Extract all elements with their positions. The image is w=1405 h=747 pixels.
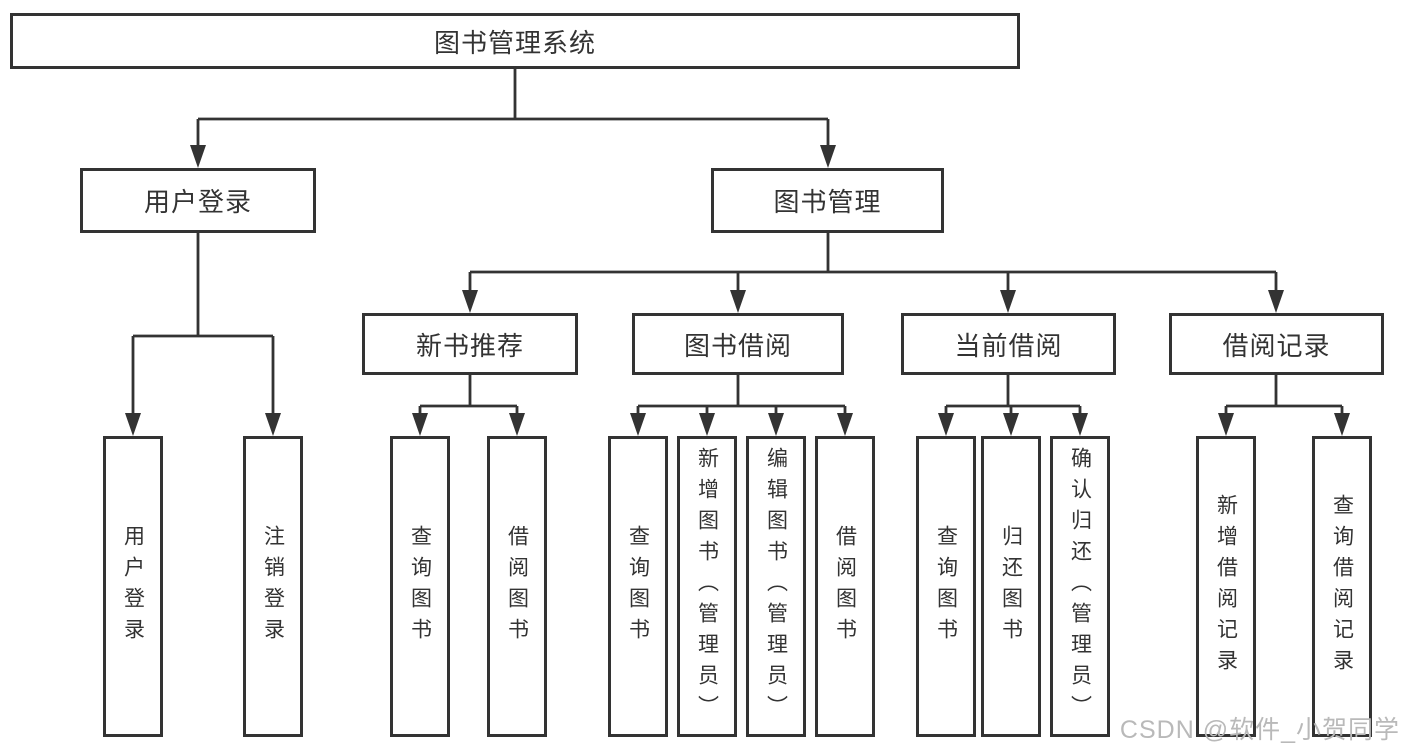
node-label: 归还图书 <box>999 524 1023 649</box>
node-label: 借阅记录 <box>1222 330 1331 361</box>
leaf-user-login: 用户登录 <box>103 436 163 737</box>
node-label: 查询借阅记录 <box>1330 493 1354 680</box>
node-label: 借阅图书 <box>505 524 529 649</box>
node-library-management-system: 图书管理系统 <box>10 13 1020 69</box>
leaf-query-books-recommend: 查询图书 <box>390 436 450 737</box>
leaf-borrow-books-recommend: 借阅图书 <box>487 436 547 737</box>
leaf-query-books-borrow: 查询图书 <box>608 436 668 737</box>
leaf-logout: 注销登录 <box>243 436 303 737</box>
leaf-return-books: 归还图书 <box>981 436 1041 737</box>
leaf-borrow-books: 借阅图书 <box>815 436 875 737</box>
node-user-login: 用户登录 <box>80 168 316 233</box>
node-label: 查询图书 <box>934 524 958 649</box>
node-label: 借阅图书 <box>833 524 857 649</box>
leaf-query-borrow-record: 查询借阅记录 <box>1312 436 1372 737</box>
node-new-book-recommendation: 新书推荐 <box>362 313 578 375</box>
node-label: 图书管理系统 <box>433 27 596 58</box>
leaf-query-books-current: 查询图书 <box>916 436 976 737</box>
leaf-confirm-return-admin: 确认归还（管理员） <box>1050 436 1110 737</box>
node-label: 查询图书 <box>408 524 432 649</box>
node-label: 用户登录 <box>121 524 145 649</box>
node-borrowing-records: 借阅记录 <box>1169 313 1384 375</box>
node-label: 图书借阅 <box>683 330 792 361</box>
node-label: 当前借阅 <box>954 330 1063 361</box>
node-label: 新增借阅记录 <box>1214 493 1238 680</box>
leaf-edit-books-admin: 编辑图书（管理员） <box>746 436 806 737</box>
node-label: 新书推荐 <box>415 330 524 361</box>
node-label: 注销登录 <box>261 524 285 649</box>
node-current-borrowing: 当前借阅 <box>901 313 1116 375</box>
leaf-add-borrow-record: 新增借阅记录 <box>1196 436 1256 737</box>
node-label: 用户登录 <box>143 187 252 217</box>
leaf-add-books-admin: 新增图书（管理员） <box>677 436 737 737</box>
node-label: 新增图书（管理员） <box>695 447 719 726</box>
node-label: 查询图书 <box>626 524 650 649</box>
node-label: 图书管理 <box>773 187 882 217</box>
node-book-management: 图书管理 <box>711 168 944 233</box>
csdn-watermark: CSDN @软件_小贺同学 <box>1119 716 1400 744</box>
node-book-borrowing: 图书借阅 <box>632 313 844 375</box>
node-label: 确认归还（管理员） <box>1068 447 1092 726</box>
node-label: 编辑图书（管理员） <box>764 447 788 726</box>
